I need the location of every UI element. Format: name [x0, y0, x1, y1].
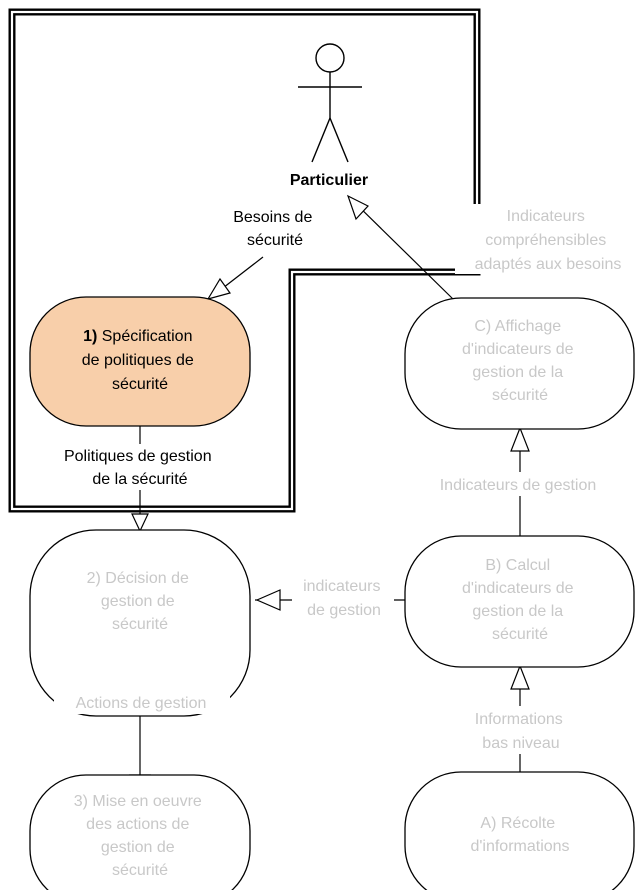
arrowhead-to-decision: [131, 513, 149, 533]
actor-figure: [298, 43, 362, 163]
arrowhead-to-calcul: [510, 664, 530, 690]
nodes: [29, 296, 635, 895]
arrowhead-to-affichage: [510, 426, 530, 452]
node-calcul[interactable]: [404, 535, 635, 668]
node-affichage-text: C) Affichage d'indicateurs de gestion de…: [462, 318, 578, 404]
label-politiques: Politiques de gestion de la sécurité: [64, 448, 216, 488]
arrowhead-to-decision-side: [255, 589, 281, 611]
edge-affichage-to-particulier: [349, 197, 455, 301]
node-recolte[interactable]: [404, 771, 635, 895]
node-decision-text: 2) Décision de gestion de sécurité: [87, 570, 194, 633]
arrowhead-to-particulier: [346, 194, 369, 221]
label-backgrounds: [44, 204, 641, 754]
node-affichage[interactable]: [404, 297, 635, 430]
node-spec-text: 1) Spécification de politiques de sécuri…: [82, 328, 199, 393]
actor-label: Particulier: [290, 172, 368, 189]
node-calcul-text: B) Calcul d'indicateurs de gestion de la…: [462, 557, 578, 643]
node-recolte-text: A) Récolte d'informations: [470, 815, 569, 855]
highlight-boundary: [8, 8, 481, 513]
node-mise[interactable]: [29, 774, 251, 895]
label-actions: Actions de gestion: [76, 695, 207, 712]
label-indicateurs-gestion-side: indicateurs de gestion: [303, 578, 385, 619]
node-mise-text: 3) Mise en oeuvre des actions de gestion…: [74, 793, 207, 879]
label-indicateurs-gestion-vertical: Indicateurs de gestion: [440, 477, 597, 494]
label-indicateurs-comprehensibles: Indicateurs compréhensibles adaptés aux …: [475, 208, 622, 273]
label-besoins: Besoins de sécurité: [233, 209, 317, 249]
arrowhead-to-spec: [206, 277, 231, 300]
node-spec[interactable]: [29, 296, 251, 427]
label-informations: Informations bas niveau: [475, 711, 568, 752]
node-decision[interactable]: [29, 529, 251, 717]
